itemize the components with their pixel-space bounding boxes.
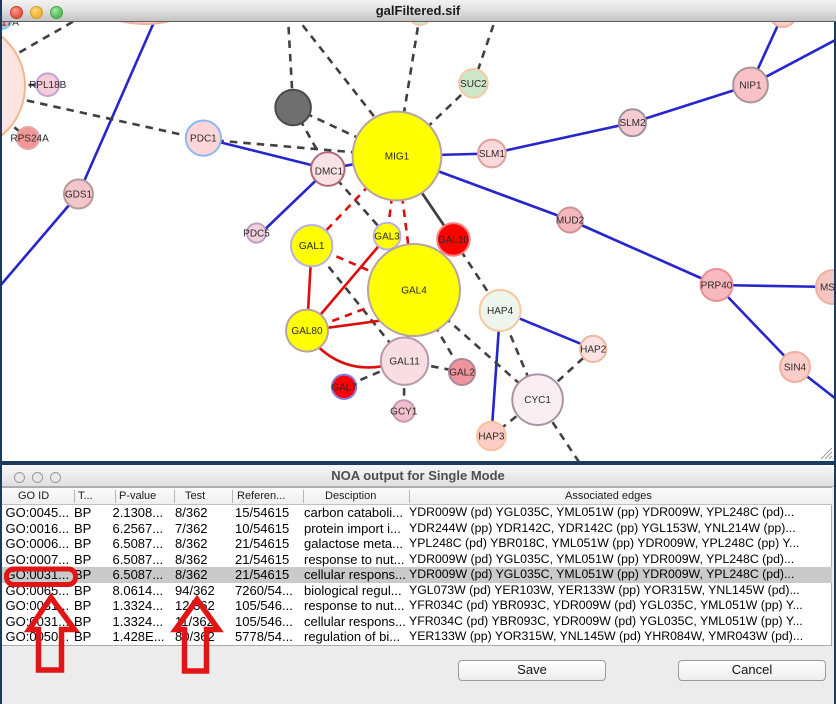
svg-text:GAL4: GAL4: [401, 286, 427, 297]
svg-text:NIP1: NIP1: [739, 80, 762, 91]
svg-text:17A: 17A: [2, 22, 19, 29]
svg-text:GAL7: GAL7: [331, 382, 357, 393]
svg-text:GAL2: GAL2: [449, 368, 475, 379]
svg-text:MSL1: MSL1: [820, 283, 834, 294]
svg-text:GAL80: GAL80: [291, 326, 323, 337]
svg-text:SLM1: SLM1: [479, 149, 506, 160]
svg-text:PDC5: PDC5: [243, 229, 270, 240]
svg-text:CYC1: CYC1: [524, 395, 551, 406]
svg-text:HAP4: HAP4: [487, 306, 514, 317]
svg-text:RPS24A: RPS24A: [10, 134, 49, 145]
svg-text:PDC1: PDC1: [190, 134, 217, 145]
svg-text:RPL18B: RPL18B: [29, 80, 67, 91]
svg-text:MUD2: MUD2: [556, 216, 585, 227]
svg-text:GAL3: GAL3: [374, 232, 400, 243]
svg-text:MIG1: MIG1: [385, 152, 410, 163]
svg-text:SIN4: SIN4: [784, 363, 807, 374]
svg-text:GCY1: GCY1: [390, 407, 418, 418]
svg-text:GAL1: GAL1: [299, 241, 325, 252]
svg-text:DMC1: DMC1: [315, 166, 344, 177]
svg-text:SLM2: SLM2: [619, 118, 646, 129]
svg-text:PRP40: PRP40: [701, 281, 733, 292]
svg-text:HAP3: HAP3: [478, 432, 505, 443]
svg-text:GDS1: GDS1: [65, 190, 93, 201]
svg-text:HAP2: HAP2: [580, 344, 607, 355]
svg-text:GAL10: GAL10: [438, 235, 470, 246]
svg-text:SUC2: SUC2: [460, 79, 487, 90]
svg-text:GAL11: GAL11: [389, 357, 420, 368]
